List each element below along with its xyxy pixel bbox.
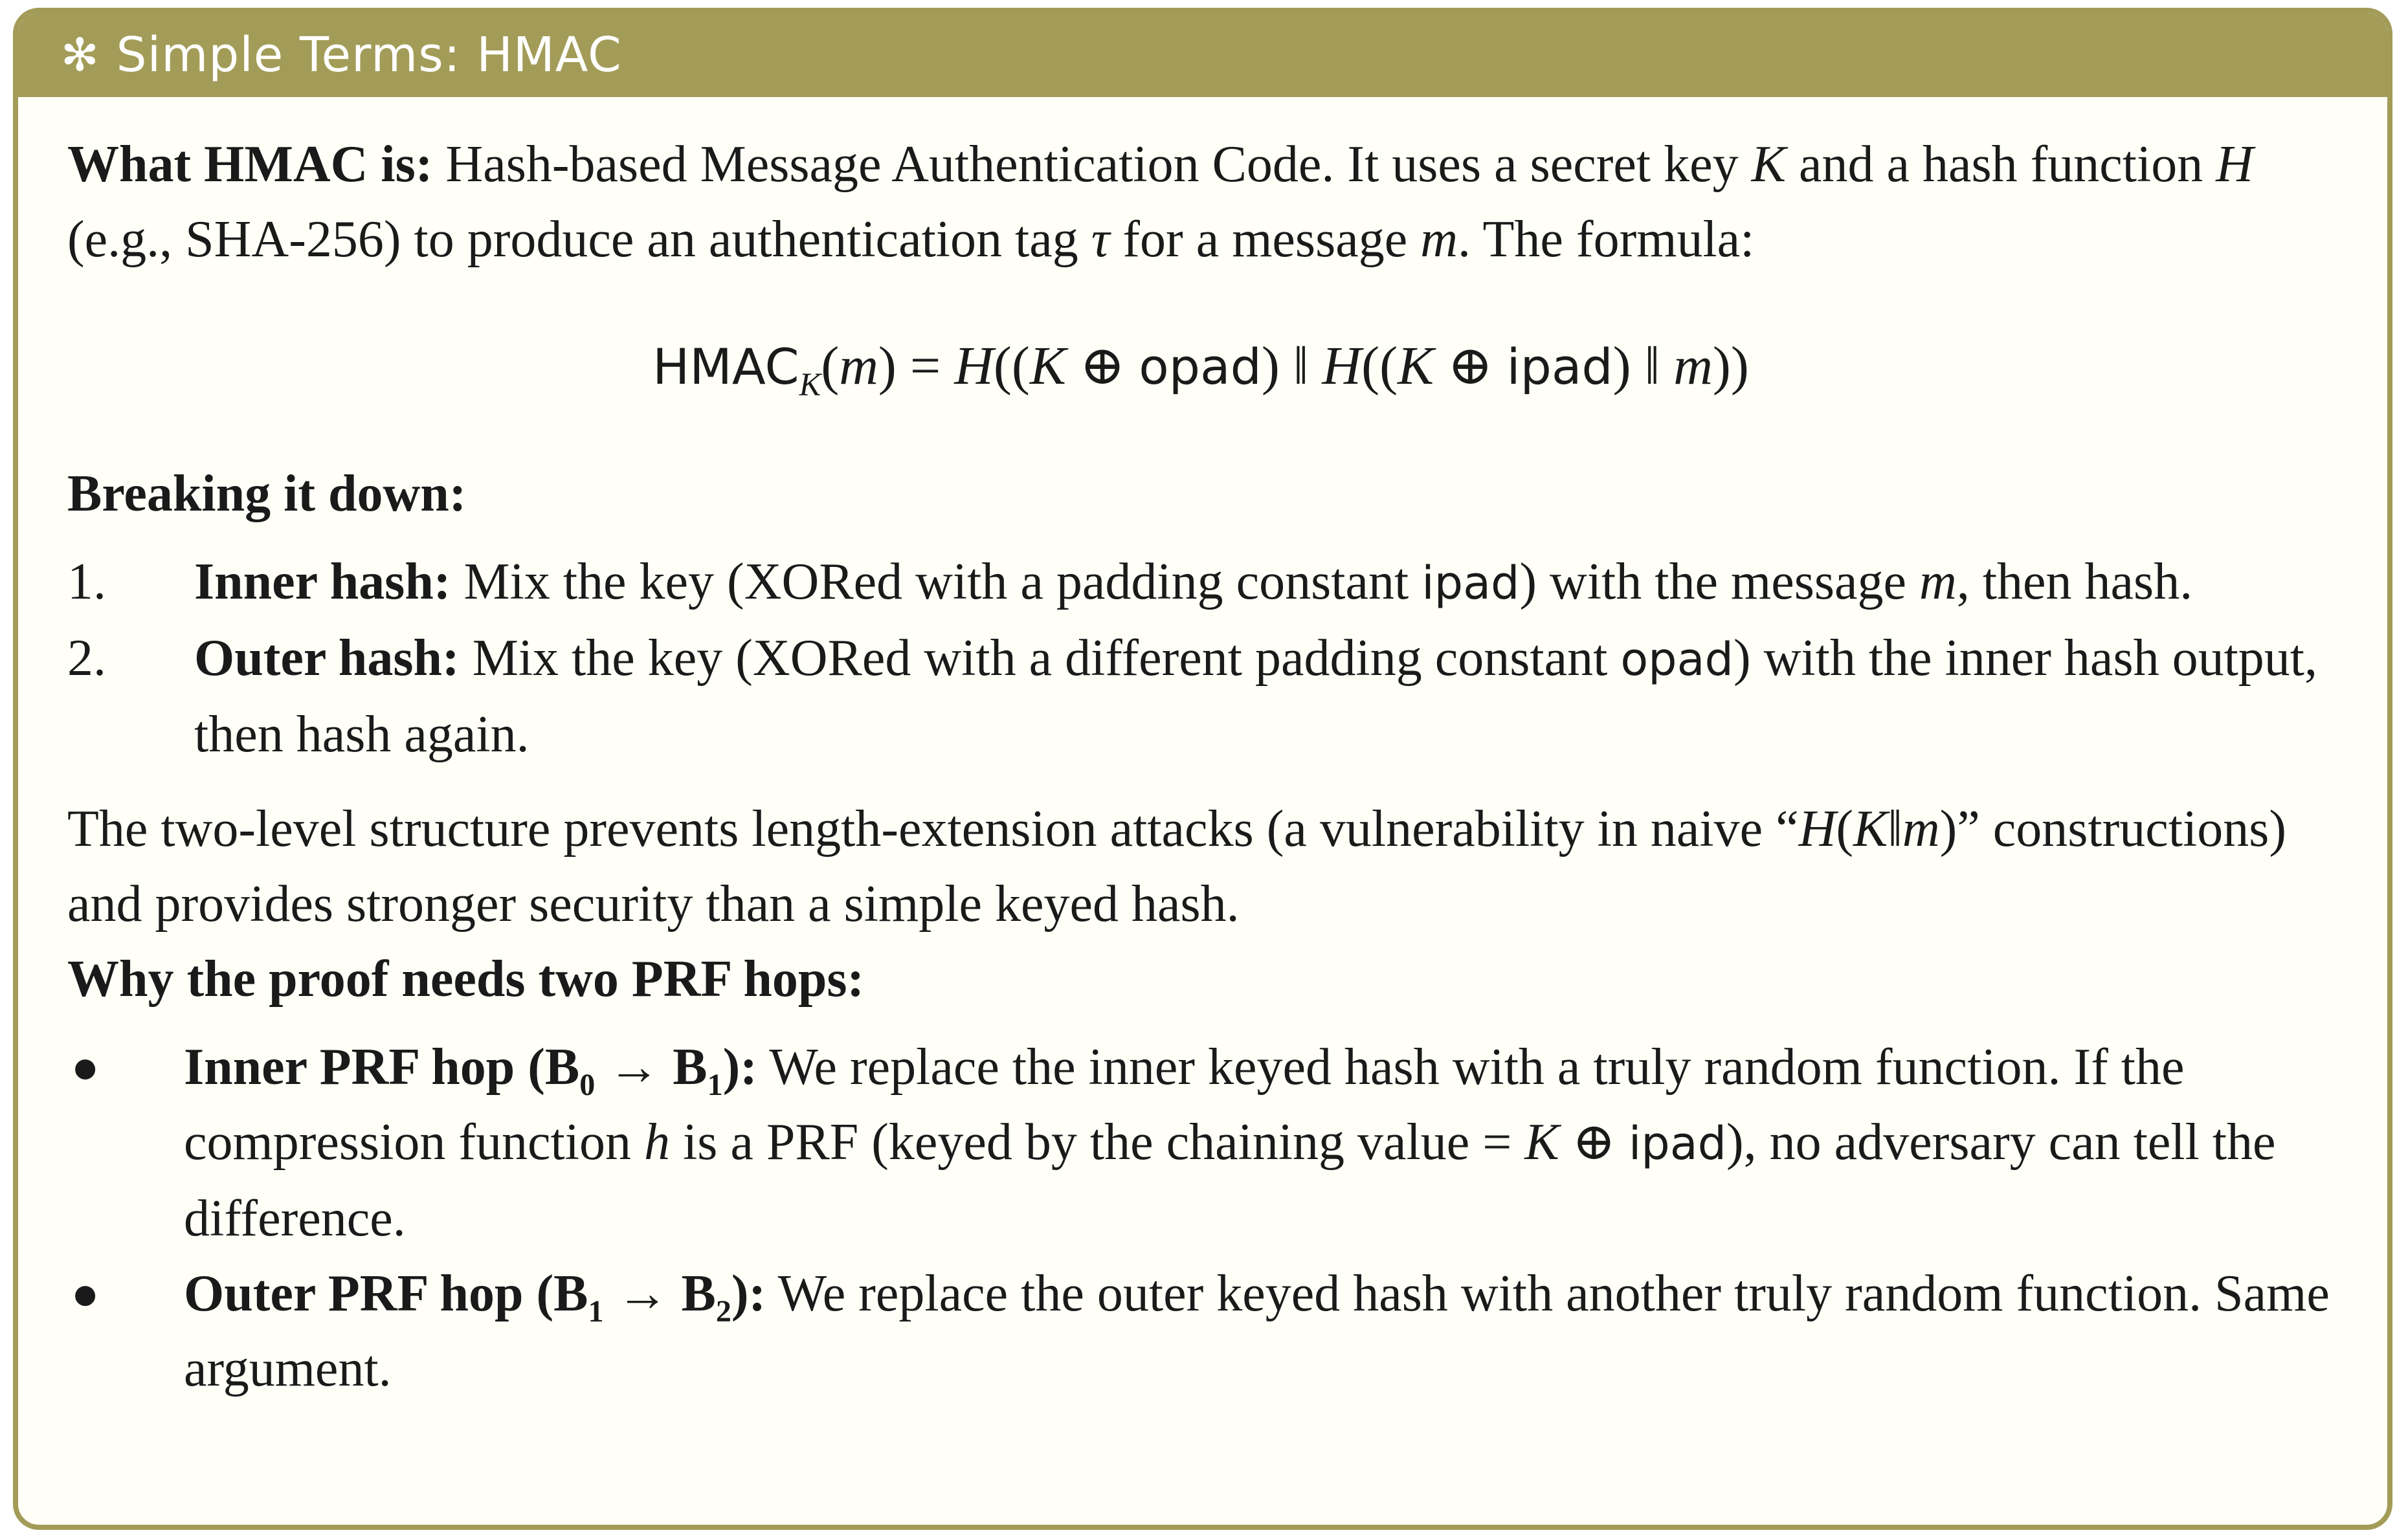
code-ipad: ipad (1421, 557, 1520, 610)
var-k: K (1524, 1114, 1559, 1171)
list-item-label: Outer PRF hop (B1 → B2): (184, 1265, 766, 1329)
formula-part: ) = (878, 336, 955, 396)
list-item-text: We replace the inner keyed hash with a t… (184, 1039, 2185, 1171)
bullet-icon: ● (71, 1268, 100, 1320)
formula-part: (( (993, 336, 1030, 396)
formula-var: H (954, 336, 994, 396)
hmac-formula: HMACK(m) = H((K ⊕ opad) ‖ H((K ⊕ ipad) ‖… (67, 329, 2334, 404)
expr-part: ( (1836, 801, 1854, 857)
list-item-text: is a PRF (keyed by the chaining value = (669, 1114, 1525, 1171)
formula-var: H (1322, 336, 1362, 396)
list-number: 2. (67, 630, 106, 687)
list-item: 1. Inner hash: Mix the key (XORed with a… (67, 544, 2334, 621)
var-tau: τ (1091, 211, 1110, 268)
formula-ipad: ipad (1506, 338, 1613, 395)
intro-paragraph: What HMAC is: Hash-based Message Authent… (67, 127, 2334, 277)
asterisk-icon: ✻ (61, 28, 100, 82)
prf-heading: Why the proof needs two PRF hops: (67, 951, 865, 1008)
var-h: H (2216, 136, 2254, 193)
list-item-label: Outer hash: (194, 630, 460, 687)
formula-var: m (1673, 336, 1713, 396)
box-header: ✻ Simple Terms: HMAC (18, 13, 2387, 97)
box-content: What HMAC is: Hash-based Message Authent… (67, 127, 2334, 1406)
intro-text: for a message (1109, 211, 1421, 268)
expr-var: H (1798, 801, 1836, 857)
list-item-text: We replace the outer keyed hash with ano… (184, 1265, 2330, 1397)
breakdown-heading: Breaking it down: (67, 465, 467, 522)
list-number: 1. (67, 553, 106, 610)
simple-terms-box: ✻ Simple Terms: HMAC What HMAC is: Hash-… (13, 8, 2392, 1530)
bullet-icon: ● (71, 1041, 100, 1093)
formula-part: )) (1712, 336, 1749, 396)
var-m: m (1919, 553, 1957, 610)
formula-var: m (839, 336, 878, 396)
list-item-label: Inner PRF hop (B0 → B1): (184, 1039, 757, 1102)
intro-text: (e.g., SHA-256) to produce an authentica… (67, 211, 1091, 268)
structure-text: The two-level structure prevents length-… (67, 801, 1799, 857)
list-item: ● Inner PRF hop (B0 → B1): We replace th… (67, 1030, 2334, 1256)
formula-opad: opad (1139, 338, 1262, 395)
var-h: h (643, 1114, 670, 1171)
intro-text: and a hash function (1785, 136, 2216, 193)
formula-subscript: K (799, 366, 821, 403)
code-ipad: ipad (1628, 1117, 1727, 1170)
formula-part: ( (821, 336, 840, 396)
xor-symbol: ⊕ (1559, 1114, 1629, 1171)
breakdown-list: 1. Inner hash: Mix the key (XORed with a… (67, 544, 2334, 772)
formula-var: K (1398, 336, 1434, 396)
intro-text: Hash-based Message Authentication Code. … (432, 136, 1752, 193)
intro-label: What HMAC is: (67, 136, 433, 193)
formula-var: K (1029, 336, 1066, 396)
list-item-text: , then hash. (1956, 553, 2193, 610)
expr-var: K (1853, 801, 1888, 857)
list-item-text: ), no adversary can tell the difference. (184, 1114, 2276, 1247)
list-item-label: Inner hash: (194, 553, 451, 610)
list-item: ● Outer PRF hop (B1 → B2): We replace th… (67, 1256, 2334, 1406)
var-k: K (1751, 136, 1786, 193)
list-item-text: Mix the key (XORed with a padding consta… (451, 553, 1422, 610)
prf-list: ● Inner PRF hop (B0 → B1): We replace th… (67, 1030, 2334, 1406)
code-opad: opad (1620, 633, 1734, 686)
structure-text: ” constructions) and provides stronger s… (67, 801, 2287, 933)
list-item: 2. Outer hash: Mix the key (XORed with a… (67, 621, 2334, 772)
formula-part: (( (1361, 336, 1398, 396)
expr-part: ) (1939, 801, 1957, 857)
formula-part: ) ‖ (1612, 336, 1674, 396)
list-item-text: ) with the inner hash output, then hash … (194, 630, 2318, 763)
list-item-text: ) with the message (1519, 553, 1920, 610)
expr-var: m (1902, 801, 1940, 857)
expr-part: ‖ (1888, 801, 1902, 857)
structure-paragraph: The two-level structure prevents length-… (67, 791, 2334, 942)
box-title: Simple Terms: HMAC (116, 27, 622, 83)
list-item-text: Mix the key (XORed with a different padd… (459, 630, 1621, 687)
formula-hmac: HMAC (652, 338, 799, 395)
formula-xor: ⊕ (1434, 336, 1507, 396)
intro-text: . The formula: (1458, 211, 1755, 268)
formula-xor: ⊕ (1065, 336, 1139, 396)
formula-part: ) ‖ (1261, 336, 1322, 396)
var-m: m (1420, 211, 1458, 268)
